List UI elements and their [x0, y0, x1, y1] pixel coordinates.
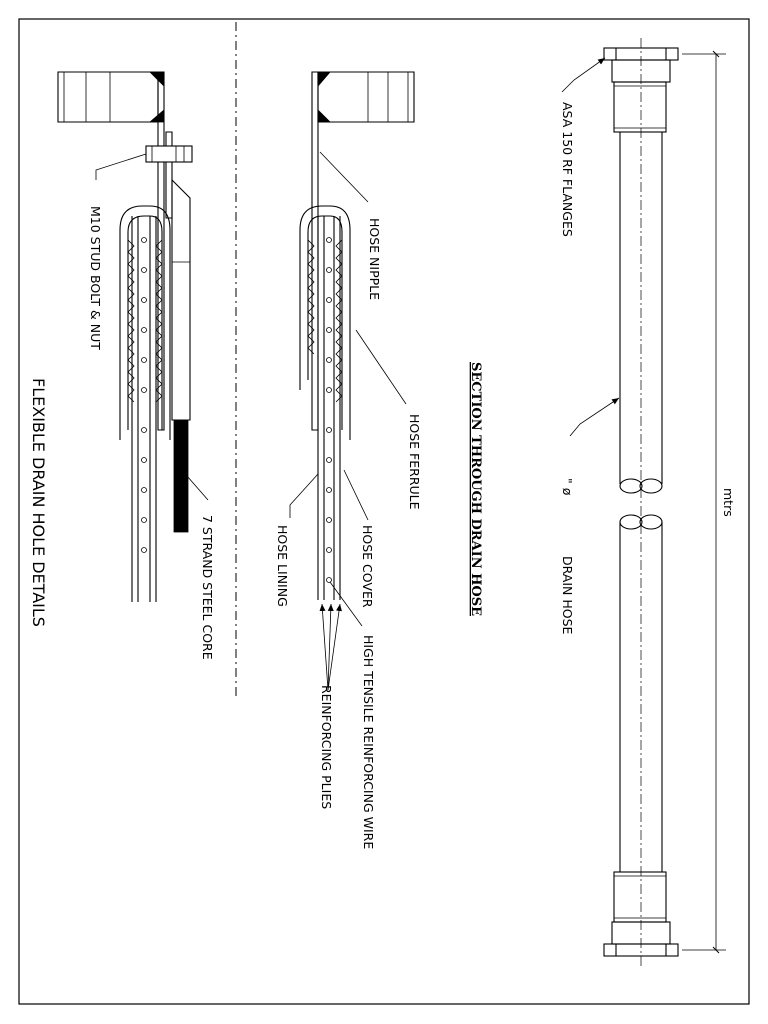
flexible-drain-hole-detail — [57, 71, 209, 602]
label-hose-lining: HOSE LINING — [275, 525, 290, 607]
label-stud-bolt: M10 STUD BOLT & NUT — [88, 206, 103, 350]
m10-stud-bolt-icon — [145, 145, 193, 163]
steel-core-icon — [173, 419, 189, 533]
label-drain-hose: DRAIN HOSE — [560, 556, 575, 635]
label-hose-nipple: HOSE NIPPLE — [367, 218, 382, 300]
label-length-unit: mtrs — [721, 488, 736, 517]
label-strand-core: 7 STRAND STEEL CORE — [200, 515, 215, 660]
section-through-drain-hose — [289, 71, 415, 691]
label-reinforcing-plies: REINFORCING PLIES — [319, 685, 334, 809]
label-flanges: ASA 150 RF FLANGES — [560, 102, 575, 237]
drain-hose-elevation — [561, 38, 726, 966]
label-detail-title: FLEXIBLE DRAIN HOLE DETAILS — [29, 378, 48, 627]
label-hose-ferrule: HOSE FERRULE — [407, 414, 422, 510]
label-hose-cover: HOSE COVER — [360, 525, 375, 608]
label-section-title: SECTION THROUGH DRAIN HOSE — [468, 362, 483, 616]
drawing-border — [18, 18, 750, 1005]
label-diameter-mark: " ø — [560, 478, 575, 496]
label-hi-tensile-wire: HIGH TENSILE REINFORCING WIRE — [361, 635, 376, 849]
